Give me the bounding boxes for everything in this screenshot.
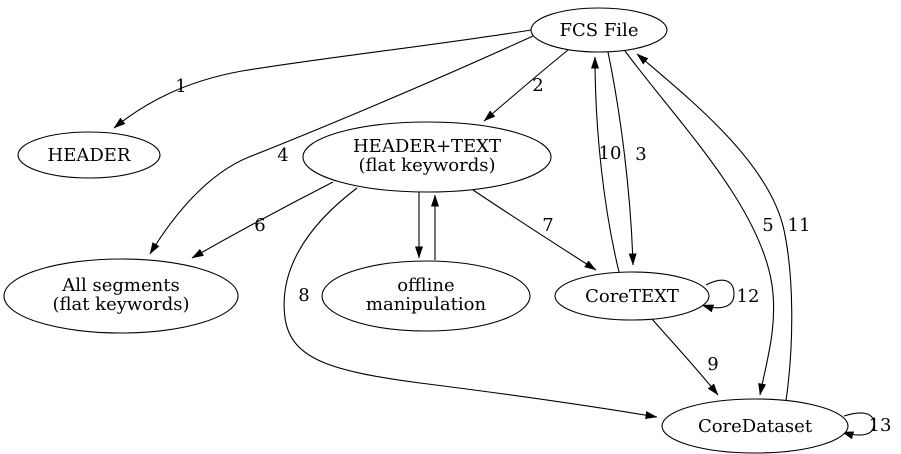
node-all-segments-label-line2: (flat keywords) xyxy=(52,294,189,315)
edge-12-label: 12 xyxy=(737,286,760,307)
node-all-segments-label-line1: All segments xyxy=(61,275,179,296)
edge-11-label: 11 xyxy=(788,215,811,236)
edge-9-line xyxy=(651,318,719,396)
edge-13-self-loop xyxy=(841,412,875,440)
node-offline-manipulation-label-line2: manipulation xyxy=(366,294,487,315)
edge-11-line xyxy=(636,53,793,402)
node-all-segments xyxy=(3,258,239,334)
edge-4-label: 4 xyxy=(277,145,288,166)
edge-8-line xyxy=(283,187,658,420)
node-offline-manipulation-label-line1: offline xyxy=(397,275,454,296)
edge-label-group: 1 2 3 4 5 6 7 8 9 10 11 12 13 xyxy=(175,75,891,436)
edge-4-line xyxy=(149,35,534,255)
node-core-dataset xyxy=(661,398,849,454)
edge-7-line xyxy=(472,189,597,271)
edge-2-label: 2 xyxy=(532,75,543,96)
node-core-dataset-label: CoreDataset xyxy=(698,416,813,437)
edge-12-self-loop xyxy=(701,279,735,313)
edge-1-line xyxy=(113,29,532,129)
edge-3-label: 3 xyxy=(635,144,646,165)
edge-group xyxy=(113,29,875,440)
edge-2-line xyxy=(483,49,569,122)
edge-5-label: 5 xyxy=(762,215,773,236)
edge-9-label: 9 xyxy=(707,354,718,375)
edge-10-label: 10 xyxy=(599,143,622,164)
edge-7-label: 7 xyxy=(542,215,553,236)
node-header-text xyxy=(302,121,552,193)
node-core-text xyxy=(554,271,710,321)
edge-13-label: 13 xyxy=(869,415,892,436)
edge-5-line xyxy=(624,50,775,396)
node-fcs-file-label: FCS File xyxy=(560,20,639,41)
node-offline-manipulation xyxy=(321,260,531,332)
node-fcs-file xyxy=(530,7,668,53)
node-core-text-label: CoreTEXT xyxy=(585,286,679,307)
edge-3-line xyxy=(607,51,637,266)
node-header-text-label-line2: (flat keywords) xyxy=(358,155,495,176)
edge-8-label: 8 xyxy=(298,285,309,306)
node-header-label: HEADER xyxy=(48,145,131,166)
node-header-text-label-line1: HEADER+TEXT xyxy=(353,136,501,157)
edge-6-label: 6 xyxy=(254,215,265,236)
edge-10-line xyxy=(591,56,620,273)
edge-6-line xyxy=(191,181,334,259)
edge-1-label: 1 xyxy=(175,76,186,97)
node-group: FCS File HEADER HEADER+TEXT (flat keywor… xyxy=(3,7,849,454)
node-header xyxy=(17,131,161,179)
